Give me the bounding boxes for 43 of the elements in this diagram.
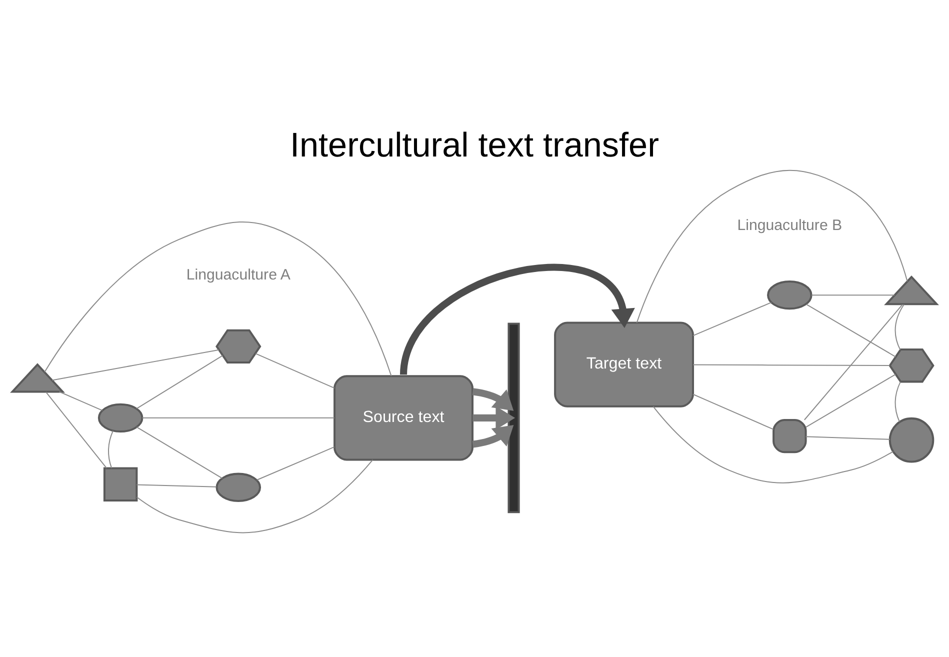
node-box: Source text <box>334 374 474 460</box>
connector <box>804 304 903 420</box>
connector <box>812 294 894 296</box>
node-ellipse <box>98 402 144 432</box>
node-ellipse <box>216 472 262 502</box>
connector <box>894 381 901 422</box>
connector <box>59 390 103 410</box>
connector <box>142 416 334 418</box>
connector <box>894 304 904 350</box>
connector <box>693 364 890 366</box>
connector <box>652 406 894 483</box>
node-square <box>103 466 138 501</box>
connector <box>806 436 890 440</box>
connector <box>806 303 896 357</box>
node-circle <box>888 416 934 462</box>
node-square <box>772 418 807 453</box>
label: Linguaculture B <box>737 216 842 234</box>
connector <box>108 430 114 468</box>
diagram-title: Intercultural text transfer <box>290 126 659 164</box>
connector <box>255 352 335 388</box>
node-hexagon <box>216 328 262 364</box>
node-triangle <box>10 362 65 392</box>
connector <box>692 302 772 336</box>
connector <box>636 169 908 322</box>
arrow <box>472 406 516 430</box>
node-bar <box>508 322 520 513</box>
node-ellipse <box>767 280 812 310</box>
connector <box>136 459 374 533</box>
arrow <box>400 263 635 375</box>
node-box: Target text <box>554 321 694 407</box>
connector <box>136 354 223 409</box>
connector <box>136 484 216 487</box>
connector <box>46 391 107 468</box>
node-hexagon <box>888 348 934 382</box>
connector <box>52 348 219 380</box>
connector <box>256 446 335 480</box>
node-triangle <box>884 274 939 305</box>
connector <box>806 373 896 428</box>
arrow <box>472 388 514 410</box>
connector <box>136 426 222 478</box>
connector <box>44 221 392 376</box>
label: Linguaculture A <box>186 266 290 283</box>
connector <box>692 393 774 430</box>
